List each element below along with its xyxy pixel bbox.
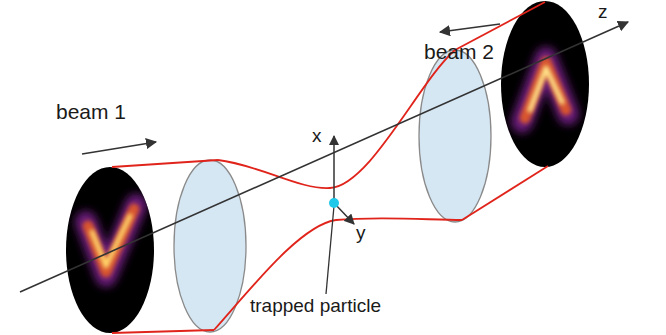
lens-right xyxy=(419,50,491,222)
callout-label: trapped particle xyxy=(248,296,383,317)
beam-2-arrow xyxy=(440,24,500,32)
beam-profile-left xyxy=(66,167,154,333)
leader-line xyxy=(326,206,334,294)
beam-1-arrow xyxy=(82,142,156,154)
x-axis xyxy=(333,136,335,203)
beam-profile-right xyxy=(501,1,589,167)
beam-envelope xyxy=(112,2,548,333)
axis-label: x xyxy=(312,126,322,147)
z-axis xyxy=(20,22,628,292)
axis-label: z xyxy=(598,2,608,23)
trapped-particle-dot xyxy=(329,198,339,208)
axis-label: y xyxy=(356,223,366,244)
beam-label: beam 1 xyxy=(56,100,126,123)
beam-label: beam 2 xyxy=(424,40,494,63)
